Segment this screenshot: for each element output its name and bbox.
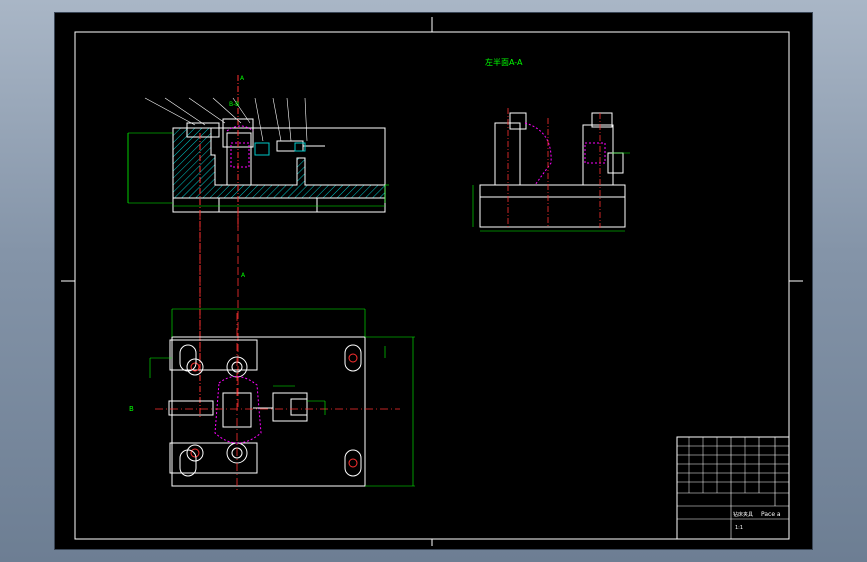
plan-view: B [129,308,415,493]
projection-lines [199,212,239,408]
title-block: 钻床夹具 Pace a 1:1 [676,436,790,540]
section-bb-label: B-B [229,101,239,108]
engineering-drawing: B-B A A 左半面A-A [61,17,803,546]
title-project: 钻床夹具 [733,511,753,518]
plan-marker-left: B [129,405,134,413]
cad-viewport[interactable]: B-B A A 左半面A-A [55,13,812,549]
sheet-border [61,17,803,546]
front-section-view: B-B A [127,75,389,418]
section-marker-mid: A [241,272,246,279]
section-aa-label: 左半面A-A [485,57,523,67]
title-company: Pace a [761,511,781,518]
title-scale: 1:1 [735,525,743,531]
side-section-view: 左半面A-A [472,57,630,232]
section-marker-top: A [240,75,245,82]
